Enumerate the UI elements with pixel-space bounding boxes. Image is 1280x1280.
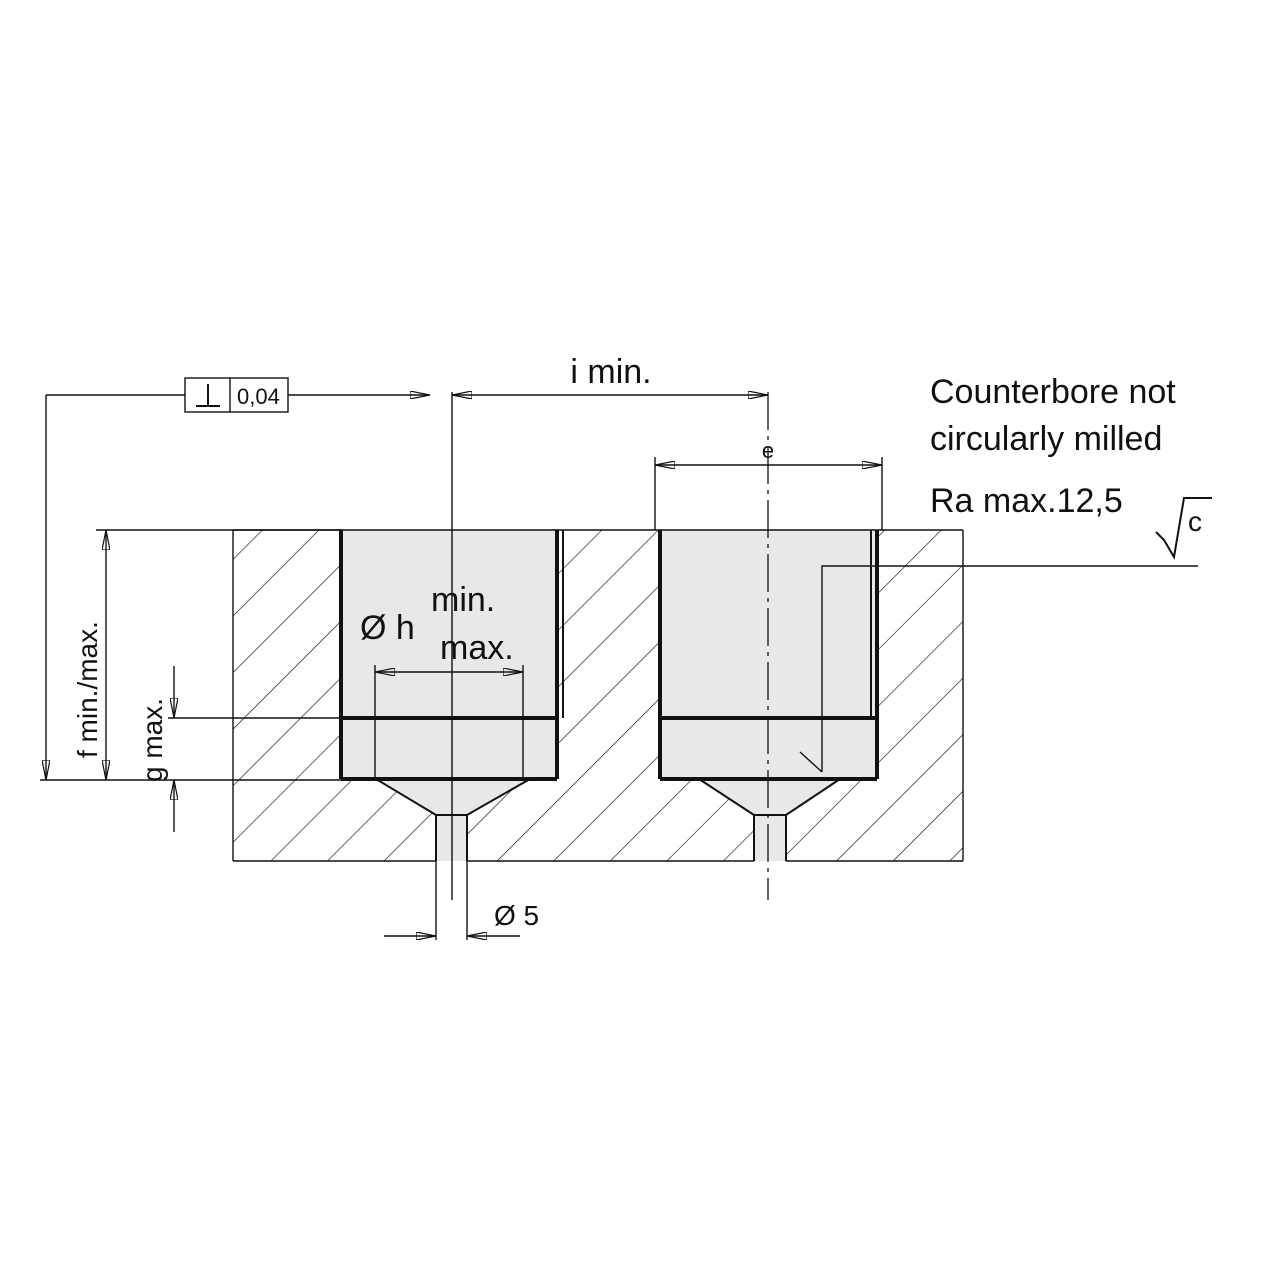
label-d5: Ø 5	[494, 900, 539, 931]
note-line-2: circularly milled	[930, 420, 1162, 458]
left-bore-outline	[339, 530, 564, 861]
tolerance-value: 0,04	[237, 384, 280, 409]
dimension-i-min: i min.	[452, 353, 768, 395]
perpendicularity-icon	[196, 384, 220, 407]
dimension-f: f min./max.	[40, 529, 341, 781]
label-i-min: i min.	[570, 353, 651, 391]
roughness-text: Ra max.12,5	[930, 482, 1123, 520]
roughness-symbol: c	[1188, 506, 1202, 537]
dimension-e: e	[654, 438, 883, 530]
dimension-h: Ø h min. max.	[360, 581, 524, 779]
note-line-1: Counterbore not	[930, 373, 1176, 411]
label-e: e	[762, 438, 774, 463]
label-g: g max.	[137, 698, 168, 782]
label-h-min: min.	[431, 581, 495, 619]
dimension-g: g max.	[137, 666, 341, 832]
label-h-max: max.	[440, 629, 514, 667]
label-h-symbol: Ø h	[360, 609, 415, 647]
roughness-note: Counterbore not circularly milled Ra max…	[799, 373, 1212, 773]
label-f: f min./max.	[72, 621, 103, 758]
dimension-d5: Ø 5	[384, 861, 539, 940]
tolerance-frame: 0,04	[46, 377, 430, 780]
surface-finish-icon	[1155, 497, 1212, 560]
